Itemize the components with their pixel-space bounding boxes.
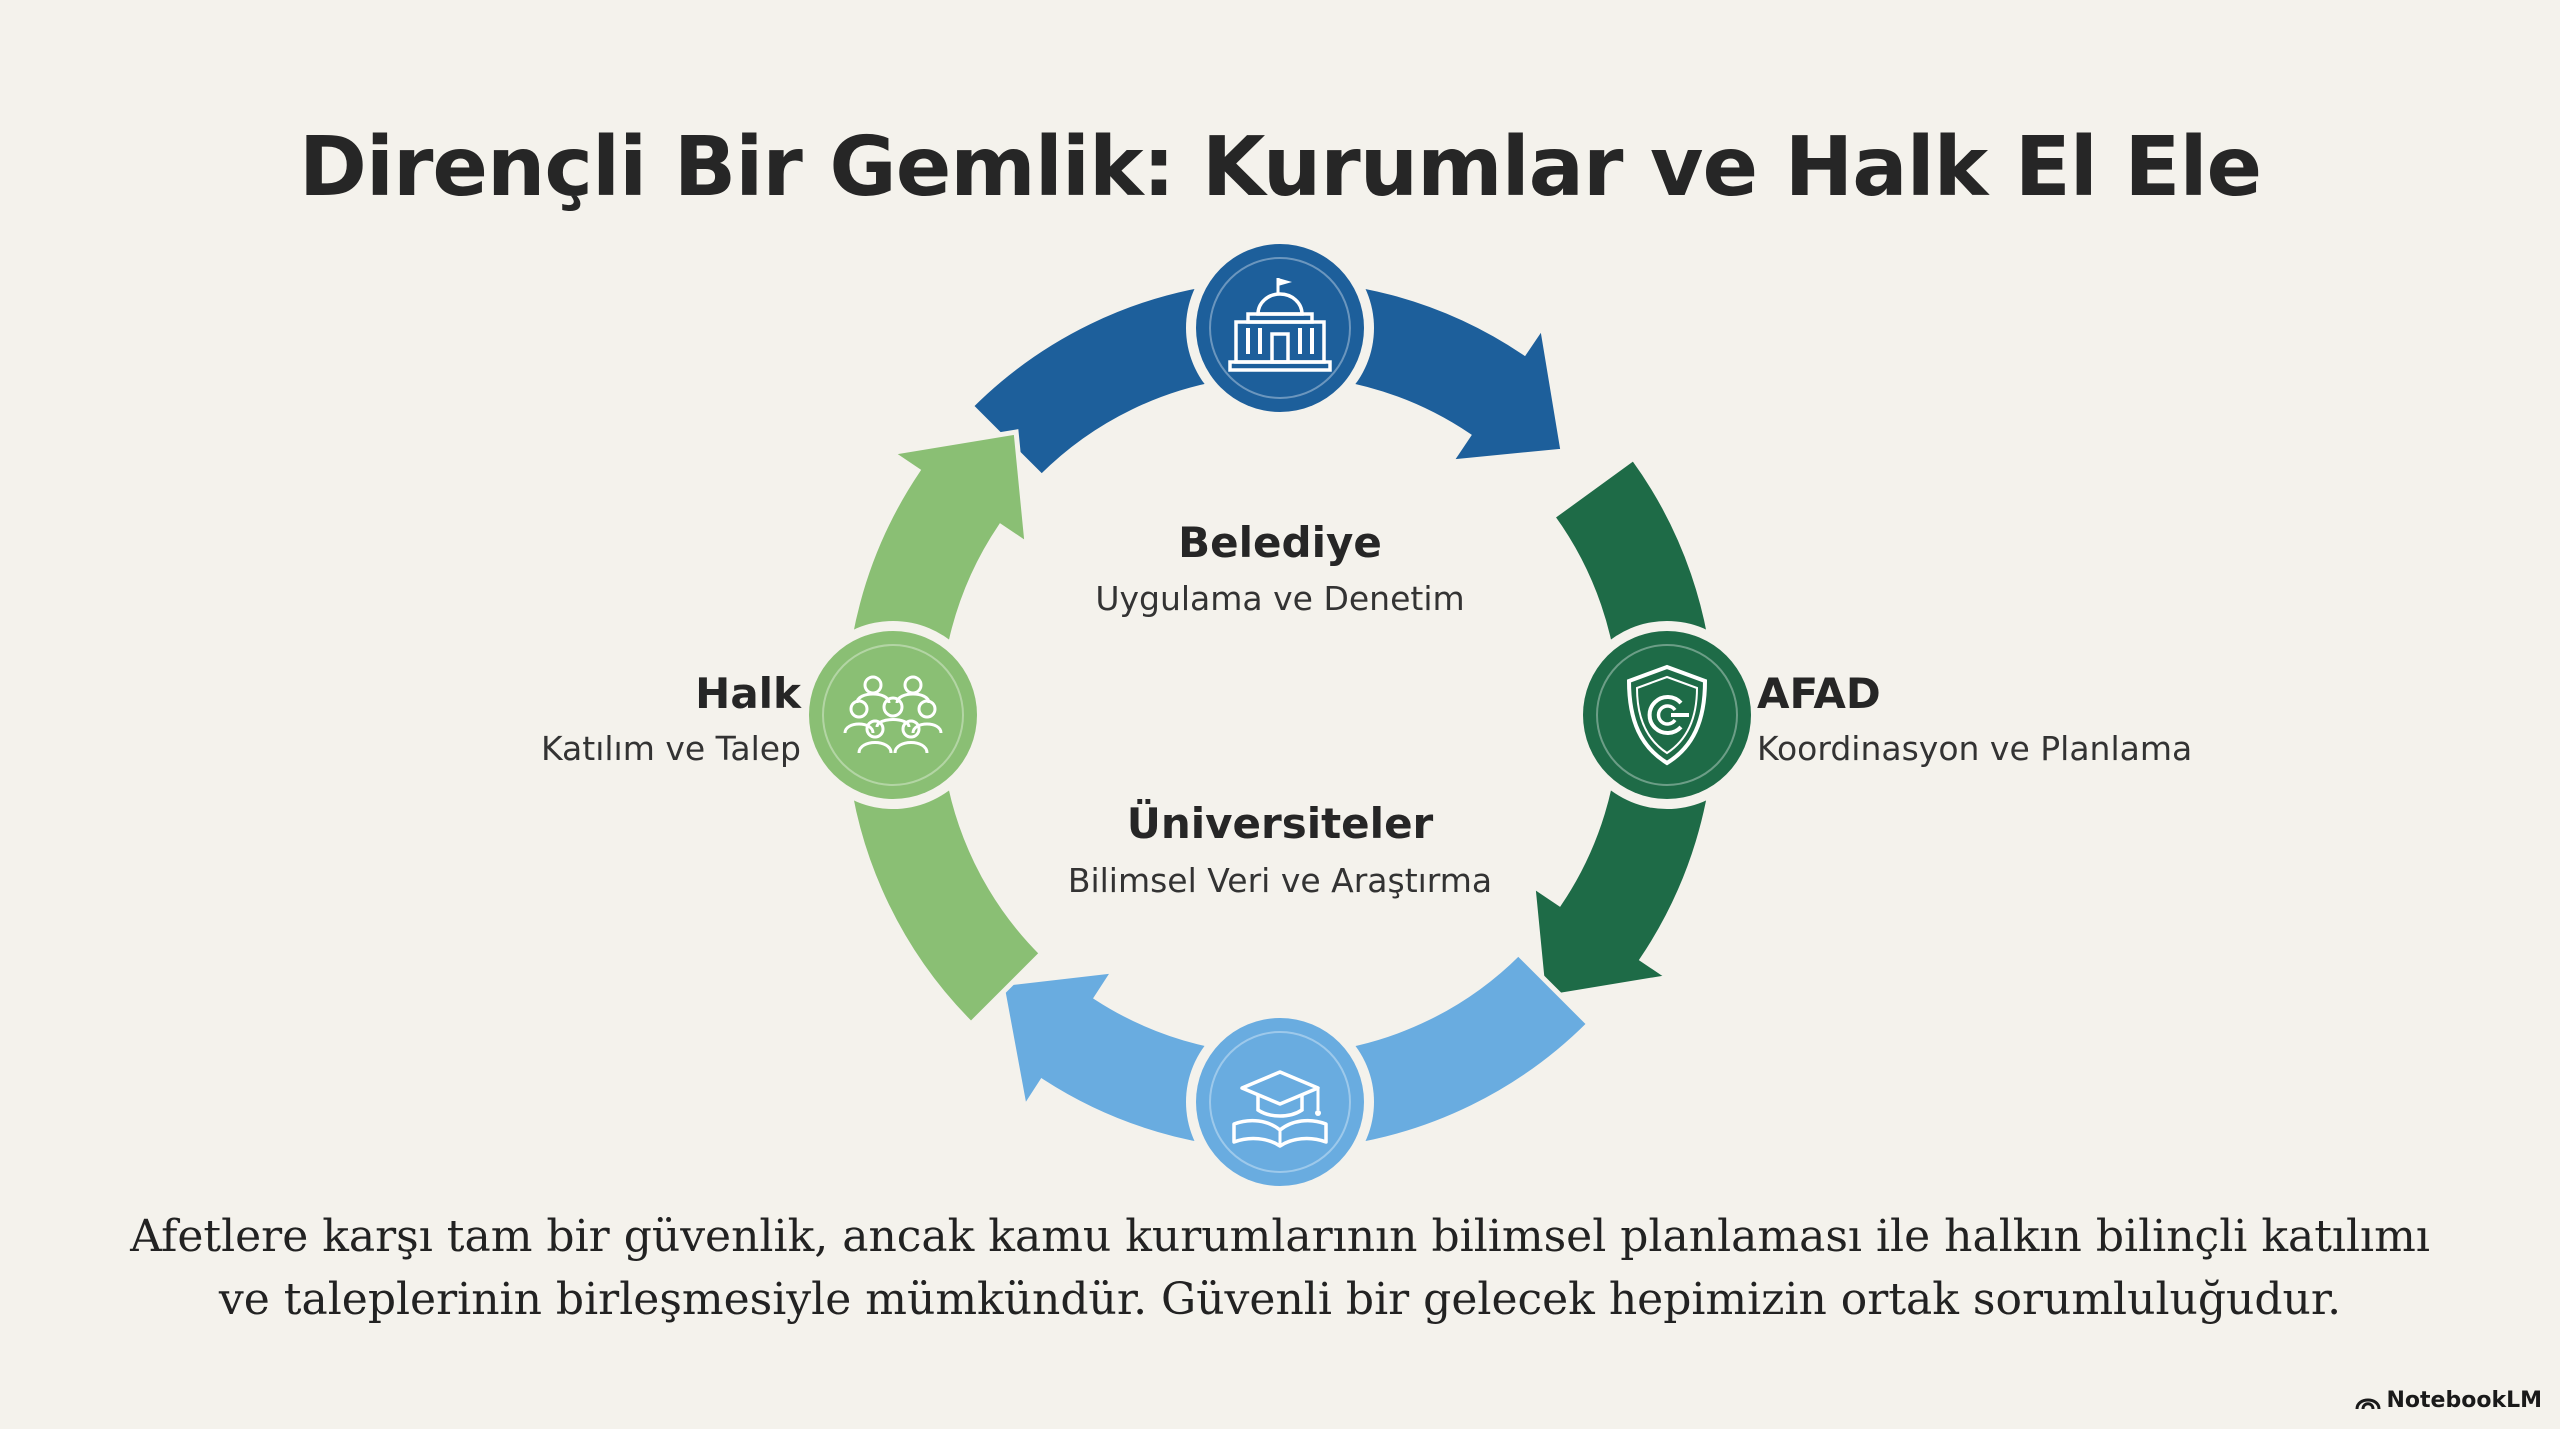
universiteler-badge-circle [1196, 1018, 1364, 1186]
brand-label: NotebookLM [2386, 1388, 2542, 1413]
caption-line-1: Afetlere karşı tam bir güvenlik, ancak k… [130, 1211, 2430, 1262]
afad-badge-circle [1583, 631, 1751, 799]
caption: Afetlere karşı tam bir güvenlik, ancak k… [100, 1205, 2460, 1331]
universiteler-title: Üniversiteler [1127, 798, 1434, 848]
belediye-subtitle: Uygulama ve Denetim [1095, 579, 1464, 618]
city-hall-icon [1228, 278, 1332, 372]
page-title: Dirençli Bir Gemlik: Kurumlar ve Halk El… [298, 120, 2262, 215]
people-group-icon [843, 675, 943, 754]
halk-title: Halk [695, 669, 802, 718]
shield-icon [1626, 664, 1708, 766]
belediye-badge-circle [1196, 244, 1364, 412]
afad-badge [1573, 621, 1761, 809]
belediye-badge [1186, 234, 1374, 422]
graduation-book-icon [1232, 1070, 1328, 1148]
universiteler-badge [1186, 1008, 1374, 1196]
brand-mark: NotebookLM [2355, 1388, 2542, 1413]
universiteler-subtitle: Bilimsel Veri ve Araştırma [1068, 861, 1492, 900]
afad-title: AFAD [1757, 669, 1881, 718]
halk-badge [799, 621, 987, 809]
belediye-title: Belediye [1178, 518, 1382, 567]
caption-line-2: ve taleplerinin birleşmesiyle mümkündür.… [218, 1274, 2342, 1325]
notebooklm-logo-icon [2355, 1398, 2381, 1409]
halk-subtitle: Katılım ve Talep [541, 729, 801, 768]
afad-subtitle: Koordinasyon ve Planlama [1757, 729, 2192, 768]
